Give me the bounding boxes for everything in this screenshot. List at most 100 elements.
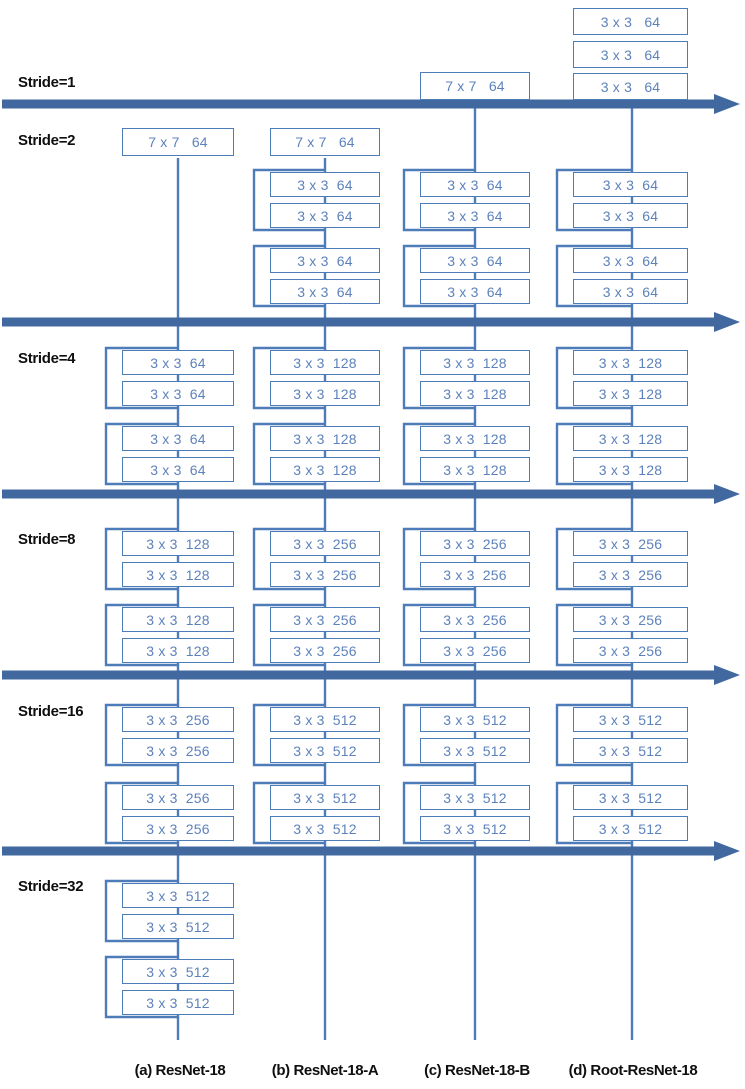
op-box-d-2-0: 3 x 3 64 (573, 73, 688, 100)
skip-connection-b-1 (252, 168, 325, 232)
skip-connection-d-8 (555, 603, 632, 667)
op-box-c-6-1: 3 x 3 256 (420, 638, 530, 663)
op-box-b-7-0: 3 x 3 512 (270, 707, 380, 732)
column-caption-b: (b) ResNet-18-A (271, 1062, 379, 1079)
op-box-c-3-1: 3 x 3 128 (420, 381, 530, 406)
stride-arrow-head-0 (714, 94, 740, 114)
op-box-a-4-0: 3 x 3 128 (122, 607, 234, 632)
op-box-d-9-1: 3 x 3 512 (573, 738, 688, 763)
op-box-b-1-0: 3 x 3 64 (270, 172, 380, 197)
op-box-b-7-1: 3 x 3 512 (270, 738, 380, 763)
op-box-d-3-1: 3 x 3 64 (573, 203, 688, 228)
op-box-c-8-1: 3 x 3 512 (420, 816, 530, 841)
skip-connection-b-7 (252, 703, 325, 767)
op-box-c-1-1: 3 x 3 64 (420, 203, 530, 228)
skip-connection-d-7 (555, 527, 632, 591)
op-box-c-5-1: 3 x 3 256 (420, 562, 530, 587)
op-box-c-8-0: 3 x 3 512 (420, 785, 530, 810)
op-box-b-5-0: 3 x 3 256 (270, 531, 380, 556)
op-box-b-3-1: 3 x 3 128 (270, 381, 380, 406)
skip-connection-c-2 (402, 244, 475, 308)
op-box-b-5-1: 3 x 3 256 (270, 562, 380, 587)
skip-connection-c-6 (402, 603, 475, 667)
op-box-c-1-0: 3 x 3 64 (420, 172, 530, 197)
op-box-a-0-0: 7 x 7 64 (122, 128, 234, 156)
op-box-a-8-0: 3 x 3 512 (122, 959, 234, 984)
op-box-c-5-0: 3 x 3 256 (420, 531, 530, 556)
op-box-b-2-0: 3 x 3 64 (270, 248, 380, 273)
op-box-a-2-1: 3 x 3 64 (122, 457, 234, 482)
op-box-a-7-1: 3 x 3 512 (122, 914, 234, 939)
skip-connection-a-2 (104, 422, 178, 486)
skip-connection-a-6 (104, 781, 178, 845)
op-box-a-5-0: 3 x 3 256 (122, 707, 234, 732)
op-box-a-2-0: 3 x 3 64 (122, 426, 234, 451)
skip-connection-b-4 (252, 422, 325, 486)
op-box-d-0-0: 3 x 3 64 (573, 8, 688, 35)
op-box-a-4-1: 3 x 3 128 (122, 638, 234, 663)
skip-connection-a-7 (104, 879, 178, 943)
stride-arrow-head-4 (714, 841, 740, 861)
op-box-d-3-0: 3 x 3 64 (573, 172, 688, 197)
stride-arrow-head-1 (714, 312, 740, 332)
stride-label-stride-32: Stride=32 (18, 878, 84, 895)
stride-label-stride-4: Stride=4 (18, 350, 76, 367)
op-box-d-5-1: 3 x 3 128 (573, 381, 688, 406)
op-box-a-6-1: 3 x 3 256 (122, 816, 234, 841)
op-box-d-4-0: 3 x 3 64 (573, 248, 688, 273)
op-box-a-8-1: 3 x 3 512 (122, 990, 234, 1015)
op-box-c-6-0: 3 x 3 256 (420, 607, 530, 632)
op-box-d-1-0: 3 x 3 64 (573, 41, 688, 68)
skip-connection-c-8 (402, 781, 475, 845)
skip-connection-c-5 (402, 527, 475, 591)
skip-connection-c-4 (402, 422, 475, 486)
op-box-a-6-0: 3 x 3 256 (122, 785, 234, 810)
op-box-a-3-1: 3 x 3 128 (122, 562, 234, 587)
stride-arrow-head-2 (714, 484, 740, 504)
skip-connection-a-1 (104, 346, 178, 410)
op-box-d-9-0: 3 x 3 512 (573, 707, 688, 732)
op-box-a-3-0: 3 x 3 128 (122, 531, 234, 556)
op-box-d-8-0: 3 x 3 256 (573, 607, 688, 632)
skip-connection-b-6 (252, 603, 325, 667)
op-box-c-4-1: 3 x 3 128 (420, 457, 530, 482)
column-caption-a: (a) ResNet-18 (134, 1062, 226, 1079)
op-box-a-5-1: 3 x 3 256 (122, 738, 234, 763)
skip-connection-d-6 (555, 422, 632, 486)
column-caption-d: (d) Root-ResNet-18 (568, 1062, 698, 1079)
op-box-c-4-0: 3 x 3 128 (420, 426, 530, 451)
op-box-d-7-1: 3 x 3 256 (573, 562, 688, 587)
op-box-a-1-0: 3 x 3 64 (122, 350, 234, 375)
skip-connection-c-1 (402, 168, 475, 232)
op-box-b-3-0: 3 x 3 128 (270, 350, 380, 375)
column-caption-c: (c) ResNet-18-B (424, 1062, 530, 1079)
skip-connection-d-9 (555, 703, 632, 767)
op-box-d-8-1: 3 x 3 256 (573, 638, 688, 663)
skip-connection-c-7 (402, 703, 475, 767)
op-box-b-6-0: 3 x 3 256 (270, 607, 380, 632)
op-box-b-8-1: 3 x 3 512 (270, 816, 380, 841)
op-box-b-1-1: 3 x 3 64 (270, 203, 380, 228)
op-box-c-0-0: 7 x 7 64 (420, 72, 530, 100)
op-box-d-5-0: 3 x 3 128 (573, 350, 688, 375)
skip-connection-d-3 (555, 168, 632, 232)
op-box-d-4-1: 3 x 3 64 (573, 279, 688, 304)
skip-connection-d-10 (555, 781, 632, 845)
op-box-c-7-0: 3 x 3 512 (420, 707, 530, 732)
stride-label-stride-8: Stride=8 (18, 531, 76, 548)
skip-connection-a-4 (104, 603, 178, 667)
op-box-d-10-0: 3 x 3 512 (573, 785, 688, 810)
skip-connection-a-3 (104, 527, 178, 591)
skip-connection-b-5 (252, 527, 325, 591)
op-box-a-7-0: 3 x 3 512 (122, 883, 234, 908)
op-box-d-7-0: 3 x 3 256 (573, 531, 688, 556)
op-box-b-2-1: 3 x 3 64 (270, 279, 380, 304)
stride-label-stride-2: Stride=2 (18, 132, 76, 149)
op-box-b-4-1: 3 x 3 128 (270, 457, 380, 482)
op-box-b-6-1: 3 x 3 256 (270, 638, 380, 663)
op-box-d-6-0: 3 x 3 128 (573, 426, 688, 451)
skip-connection-a-8 (104, 955, 178, 1019)
op-box-b-8-0: 3 x 3 512 (270, 785, 380, 810)
